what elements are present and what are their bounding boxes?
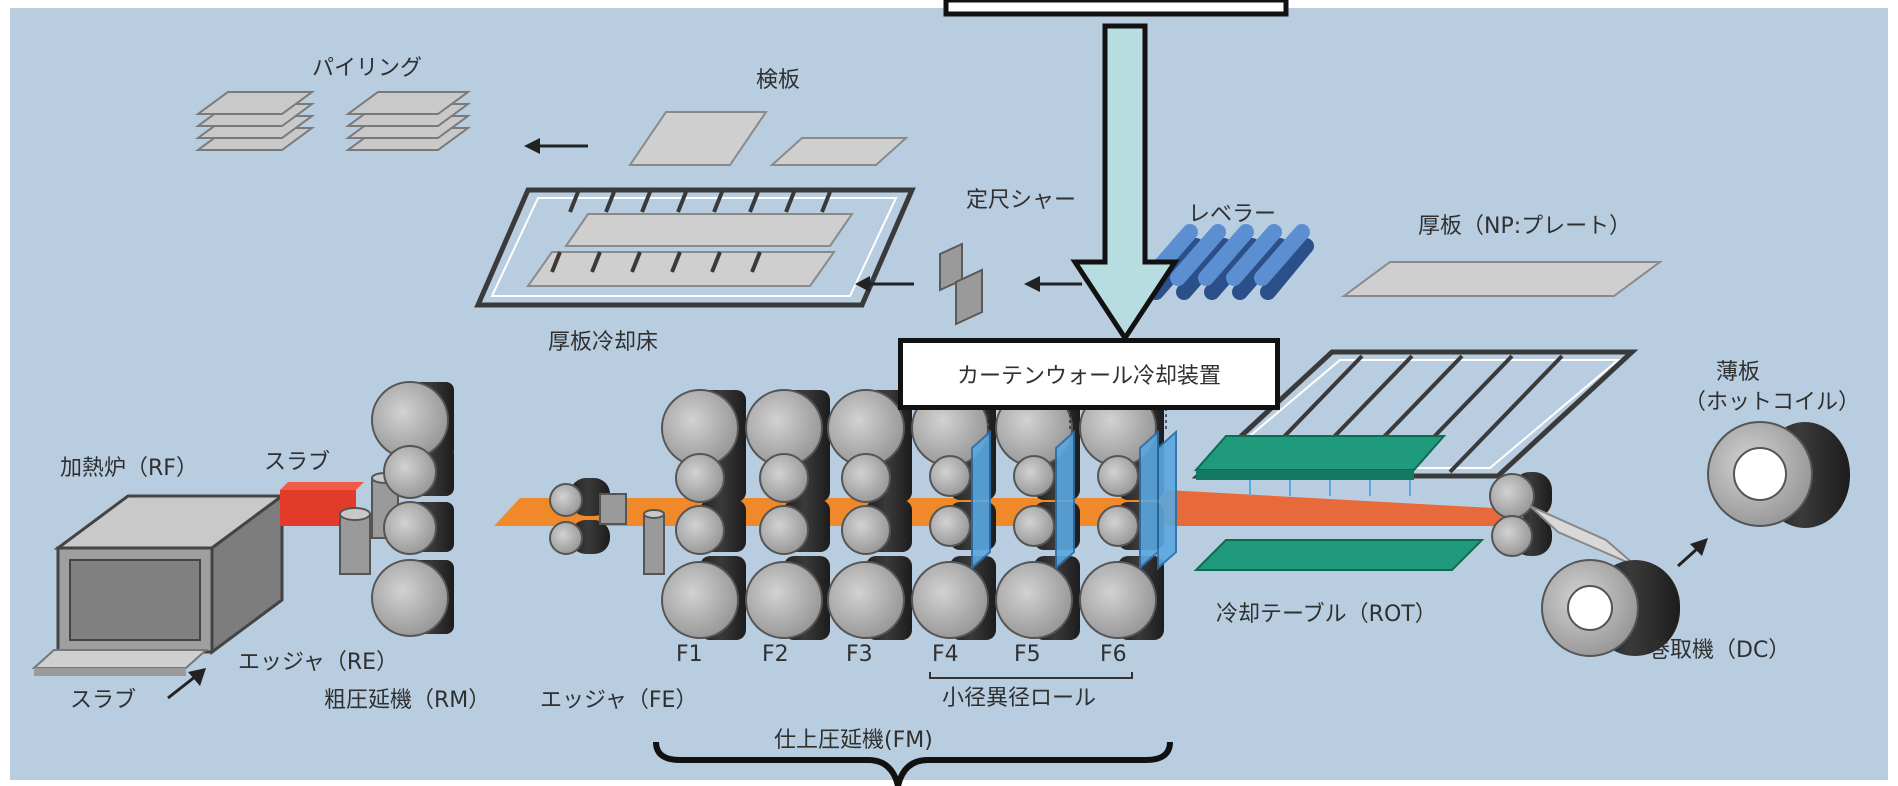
label-thick-plate: 厚板（NP:プレート） xyxy=(1418,214,1632,239)
slab-red xyxy=(280,482,364,490)
arrow-to-cooling-bed xyxy=(855,276,914,292)
leveler-rolls xyxy=(1142,224,1314,300)
label-edger-fe: エッジャ（FE） xyxy=(540,688,698,713)
stand-f3 xyxy=(827,389,912,640)
arrow-to-hot-coil xyxy=(1676,538,1708,568)
cooling-table-rot xyxy=(1191,349,1639,571)
small-roll-bracket xyxy=(929,672,1133,679)
hot-coil-product xyxy=(1707,421,1850,528)
label-finishing-mill: 仕上圧延機(FM) xyxy=(774,728,933,753)
inspection-plates xyxy=(628,111,909,166)
label-f1: F1 xyxy=(676,642,703,667)
label-slab-bottom: スラブ xyxy=(70,688,137,713)
label-f4: F4 xyxy=(932,642,959,667)
rough-mill-rm xyxy=(371,381,454,637)
label-f5: F5 xyxy=(1014,642,1041,667)
label-coiler: 巻取機（DC） xyxy=(1648,638,1791,663)
edger-fe xyxy=(549,478,665,575)
curtain-wall-indicator-arrow xyxy=(943,0,1289,343)
arrow-to-shear xyxy=(1024,276,1082,292)
label-f3: F3 xyxy=(846,642,873,667)
reheating-furnace xyxy=(31,493,287,676)
strip-orange xyxy=(494,498,1186,526)
arrow-to-piling xyxy=(524,138,588,154)
label-leveler: レベラー xyxy=(1188,202,1277,227)
coiler-dc xyxy=(1489,472,1680,657)
finishing-stands xyxy=(661,389,1177,640)
label-shear: 定尺シャー xyxy=(966,188,1077,213)
finishing-mill-brace xyxy=(653,741,1173,786)
label-hot-coil: （ホットコイル） xyxy=(1684,390,1861,415)
label-curtain-wall: カーテンウォール冷却装置 xyxy=(956,364,1221,389)
slab-entry-arrow xyxy=(167,668,206,700)
stand-f2 xyxy=(745,389,830,640)
label-edger-re: エッジャ（RE） xyxy=(238,650,399,675)
label-curtain-wall-box: カーテンウォール冷却装置 xyxy=(898,338,1280,410)
label-thin-plate: 薄板 xyxy=(1716,360,1761,385)
label-furnace: 加熱炉（RF） xyxy=(60,456,198,481)
label-rough-mill: 粗圧延機（RM） xyxy=(324,688,491,713)
label-small-dia-roll: 小径異径ロール xyxy=(942,686,1097,711)
label-cooling-table: 冷却テーブル（ROT） xyxy=(1216,602,1437,627)
plate-cooling-bed xyxy=(474,187,916,308)
label-f2: F2 xyxy=(762,642,789,667)
thick-plate-product xyxy=(1340,261,1664,297)
label-piling: パイリング xyxy=(312,56,423,81)
label-f6: F6 xyxy=(1100,642,1127,667)
label-inspection-plate: 検板 xyxy=(756,68,801,93)
curtain-wall-panels xyxy=(971,429,1177,571)
label-slab-top: スラブ xyxy=(264,450,331,475)
strip-red-cooling xyxy=(1150,490,1530,526)
piling-stacks xyxy=(194,91,472,151)
shear-blocks xyxy=(939,242,983,326)
stand-f1 xyxy=(661,389,746,640)
label-plate-cooling-bed: 厚板冷却床 xyxy=(548,330,659,355)
